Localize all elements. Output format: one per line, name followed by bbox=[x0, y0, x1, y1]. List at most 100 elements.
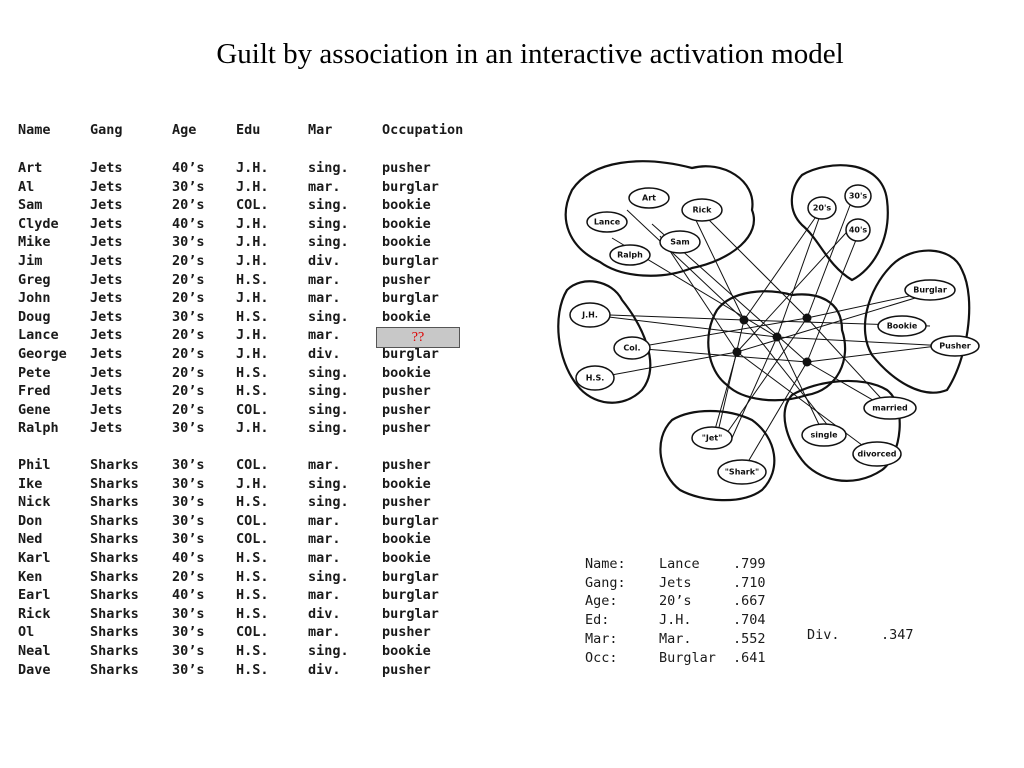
cell-edu: J.H. bbox=[236, 215, 269, 232]
jh-node-oval bbox=[569, 302, 611, 328]
cell-age: 20’s bbox=[172, 568, 205, 585]
single-node: single bbox=[810, 431, 838, 440]
cell-name: Clyde bbox=[18, 215, 59, 232]
cell-occupation: burglar bbox=[382, 587, 439, 604]
cell-edu: H.S. bbox=[236, 661, 269, 678]
cell-occupation: pusher bbox=[382, 401, 431, 418]
cell-mar: mar. bbox=[308, 327, 341, 344]
activation-activation: .799 bbox=[733, 556, 766, 572]
cell-age: 30’s bbox=[172, 661, 205, 678]
cell-age: 30’s bbox=[172, 494, 205, 511]
cell-mar: div. bbox=[308, 346, 341, 362]
cell-occupation: bookie bbox=[382, 234, 431, 251]
ralph-node: Ralph bbox=[617, 251, 643, 260]
cell-mar: sing. bbox=[308, 215, 349, 232]
instance-unit bbox=[739, 315, 749, 325]
cell-gang: Jets bbox=[90, 234, 123, 251]
age-40-node: 40's bbox=[849, 226, 868, 235]
cell-gang: Jets bbox=[90, 327, 123, 344]
cell-occupation: burglar bbox=[382, 346, 439, 362]
activation-label: Mar: bbox=[585, 630, 618, 647]
cell-mar: mar. bbox=[308, 624, 341, 641]
cell-gang: Sharks bbox=[90, 512, 139, 529]
activation-label: Ed: bbox=[585, 612, 610, 629]
instance-unit bbox=[802, 313, 812, 323]
activation-activation: .552 bbox=[733, 630, 766, 647]
cell-edu: J.H. bbox=[236, 327, 269, 344]
cell-name: Jim bbox=[18, 253, 43, 269]
cell-age: 30’s bbox=[172, 178, 205, 195]
cell-age: 30’s bbox=[172, 512, 205, 529]
cell-edu: J.H. bbox=[236, 178, 269, 195]
header-occupation: Occupation bbox=[382, 122, 464, 138]
age-30-node: 30's bbox=[849, 192, 868, 201]
cell-mar: mar. bbox=[308, 587, 341, 604]
cell-gang: Sharks bbox=[90, 643, 139, 659]
cell-mar: sing. bbox=[308, 364, 349, 381]
cell-mar: mar. bbox=[308, 512, 341, 529]
cell-occupation: pusher bbox=[382, 624, 431, 641]
activation-label: Gang: bbox=[585, 574, 626, 591]
cell-mar: mar. bbox=[308, 531, 341, 548]
jet-node: "Jet" bbox=[702, 434, 723, 443]
cell-name: Neal bbox=[18, 643, 51, 659]
cell-edu: J.H. bbox=[236, 253, 269, 269]
age-30-node-oval bbox=[844, 184, 872, 208]
burglar-node-oval bbox=[904, 279, 956, 301]
cell-age: 20’s bbox=[172, 197, 205, 214]
cell-gang: Sharks bbox=[90, 587, 139, 604]
cell-gang: Jets bbox=[90, 346, 123, 362]
cell-edu: COL. bbox=[236, 197, 269, 214]
sam-node-oval bbox=[659, 230, 701, 254]
rick-node-oval bbox=[681, 198, 723, 222]
cell-edu: H.S. bbox=[236, 568, 269, 585]
cell-mar: sing. bbox=[308, 234, 349, 251]
activation-value: Burglar bbox=[659, 649, 716, 666]
shark-node: "Shark" bbox=[725, 468, 759, 477]
cell-name: George bbox=[18, 346, 67, 362]
cell-edu: H.S. bbox=[236, 271, 269, 288]
cell-mar: sing. bbox=[308, 420, 349, 437]
cell-mar: sing. bbox=[308, 197, 349, 214]
cell-name: Nick bbox=[18, 494, 51, 511]
header-name: Name bbox=[18, 122, 51, 138]
cell-name: Don bbox=[18, 512, 43, 529]
cell-edu: J.H. bbox=[236, 234, 269, 251]
cell-name: Ralph bbox=[18, 420, 59, 437]
cell-age: 30’s bbox=[172, 531, 205, 548]
cell-occupation: bookie bbox=[382, 550, 431, 566]
activation-label: Occ: bbox=[585, 649, 618, 666]
cell-gang: Jets bbox=[90, 160, 123, 176]
lance-node-oval bbox=[586, 211, 628, 233]
cell-mar: sing. bbox=[308, 568, 349, 585]
cell-name: Greg bbox=[18, 271, 51, 288]
cell-gang: Jets bbox=[90, 215, 123, 232]
sam-node: Sam bbox=[670, 238, 690, 247]
activation-alt-value: Div. bbox=[807, 626, 840, 643]
cell-name: Ken bbox=[18, 568, 43, 585]
name-pool bbox=[564, 160, 755, 277]
cell-gang: Sharks bbox=[90, 661, 139, 678]
cell-mar: mar. bbox=[308, 271, 341, 288]
cell-occupation: pusher bbox=[382, 457, 431, 473]
cell-age: 30’s bbox=[172, 605, 205, 622]
cell-edu: J.H. bbox=[236, 346, 269, 362]
header-mar: Mar bbox=[308, 122, 333, 138]
cell-mar: div. bbox=[308, 253, 341, 269]
married-node: married bbox=[872, 404, 908, 413]
cell-edu: COL. bbox=[236, 531, 269, 548]
cell-mar: mar. bbox=[308, 457, 341, 473]
cell-occupation: burglar bbox=[382, 290, 439, 307]
instance-pool bbox=[707, 290, 847, 402]
col-node-oval bbox=[613, 336, 651, 360]
header-edu: Edu bbox=[236, 122, 261, 138]
cell-age: 40’s bbox=[172, 160, 205, 176]
activation-label: Age: bbox=[585, 593, 618, 610]
age-20-node: 20's bbox=[813, 204, 832, 213]
cell-edu: H.S. bbox=[236, 308, 269, 325]
cell-name: Pete bbox=[18, 364, 51, 381]
pusher-node-oval bbox=[930, 335, 980, 357]
art-node: Art bbox=[642, 194, 656, 203]
cell-gang: Jets bbox=[90, 197, 123, 214]
cell-age: 30’s bbox=[172, 234, 205, 251]
